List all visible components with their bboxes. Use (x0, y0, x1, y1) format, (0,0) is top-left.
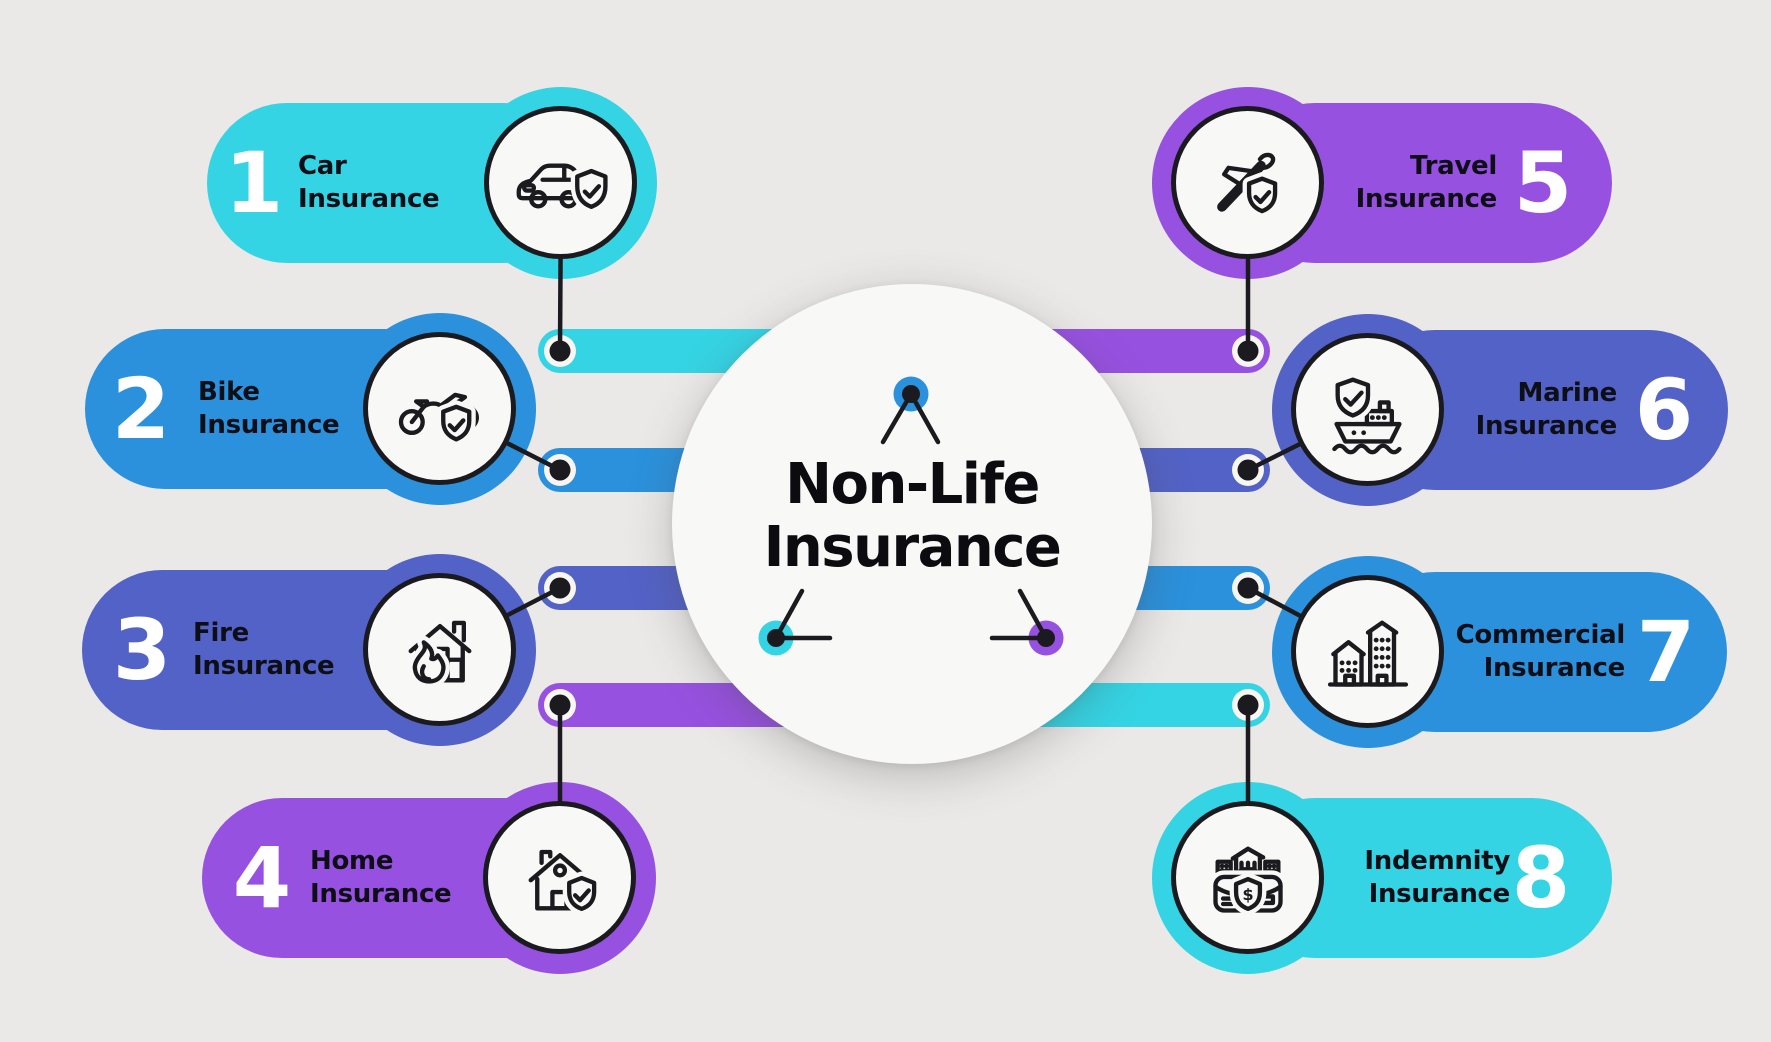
icon-circle-commercial (1291, 575, 1444, 728)
house-shield-icon (528, 849, 601, 915)
plane-shield-icon (1216, 152, 1282, 218)
label-line: Home (310, 846, 394, 876)
node-dots (549, 340, 1259, 716)
item-label-travel: Travel Insurance (1355, 103, 1498, 263)
item-number: 8 (1511, 829, 1570, 927)
label-line: Marine (1517, 378, 1618, 408)
label-line: Insurance (193, 651, 335, 681)
icon-circle-fire (363, 573, 516, 726)
briefcase-bank-icon: $ (1208, 846, 1287, 917)
icon-circle-indemnity: $ (1171, 801, 1324, 954)
item-number: 4 (232, 829, 291, 927)
label-line: Commercial (1455, 620, 1626, 650)
infographic-title: Non-Life Insurance (672, 453, 1152, 579)
label-line: Bike (198, 377, 260, 407)
item-number: 1 (224, 134, 283, 232)
item-number: 2 (111, 360, 170, 458)
label-line: Insurance (1483, 653, 1626, 683)
icon-circle-marine (1291, 333, 1444, 486)
icon-circle-travel (1171, 106, 1324, 259)
hub-dot-centers (767, 385, 1055, 647)
center-hub-circle (672, 284, 1152, 764)
item-label-car: Car Insurance (298, 103, 440, 263)
icon-circle-car (484, 106, 637, 259)
label-line: Indemnity (1364, 846, 1510, 876)
car-shield-icon (516, 163, 612, 213)
item-label-home: Home Insurance (310, 798, 452, 958)
item-label-indemnity: Indemnity Insurance (1364, 798, 1510, 958)
item-label-bike: Bike Insurance (198, 329, 340, 489)
item-label-fire: Fire Insurance (193, 570, 335, 730)
item-number: 7 (1636, 603, 1695, 701)
label-line: Insurance (310, 879, 452, 909)
item-label-marine: Marine Insurance (1475, 330, 1618, 490)
svg-text:$: $ (1242, 885, 1253, 904)
title-line-1: Non-Life (785, 452, 1040, 517)
label-line: Insurance (1475, 411, 1618, 441)
label-line: Insurance (298, 184, 440, 214)
label-line: Insurance (198, 410, 340, 440)
icon-circle-home (483, 801, 636, 954)
label-line: Fire (193, 618, 249, 648)
label-line: Insurance (1355, 184, 1498, 214)
office-buildings-icon (1327, 620, 1408, 687)
motorcycle-shield-icon (398, 392, 479, 446)
item-number: 3 (112, 601, 171, 699)
item-number: 5 (1513, 134, 1572, 232)
burning-house-icon (407, 620, 471, 688)
item-label-commercial: Commercial Insurance (1455, 572, 1626, 732)
label-line: Insurance (1368, 879, 1511, 909)
ship-shield-icon (1330, 372, 1402, 454)
icon-circle-bike (363, 332, 516, 485)
label-line: Travel (1410, 151, 1497, 181)
label-line: Car (298, 151, 347, 181)
title-line-2: Insurance (763, 515, 1062, 580)
item-number: 6 (1634, 361, 1693, 459)
